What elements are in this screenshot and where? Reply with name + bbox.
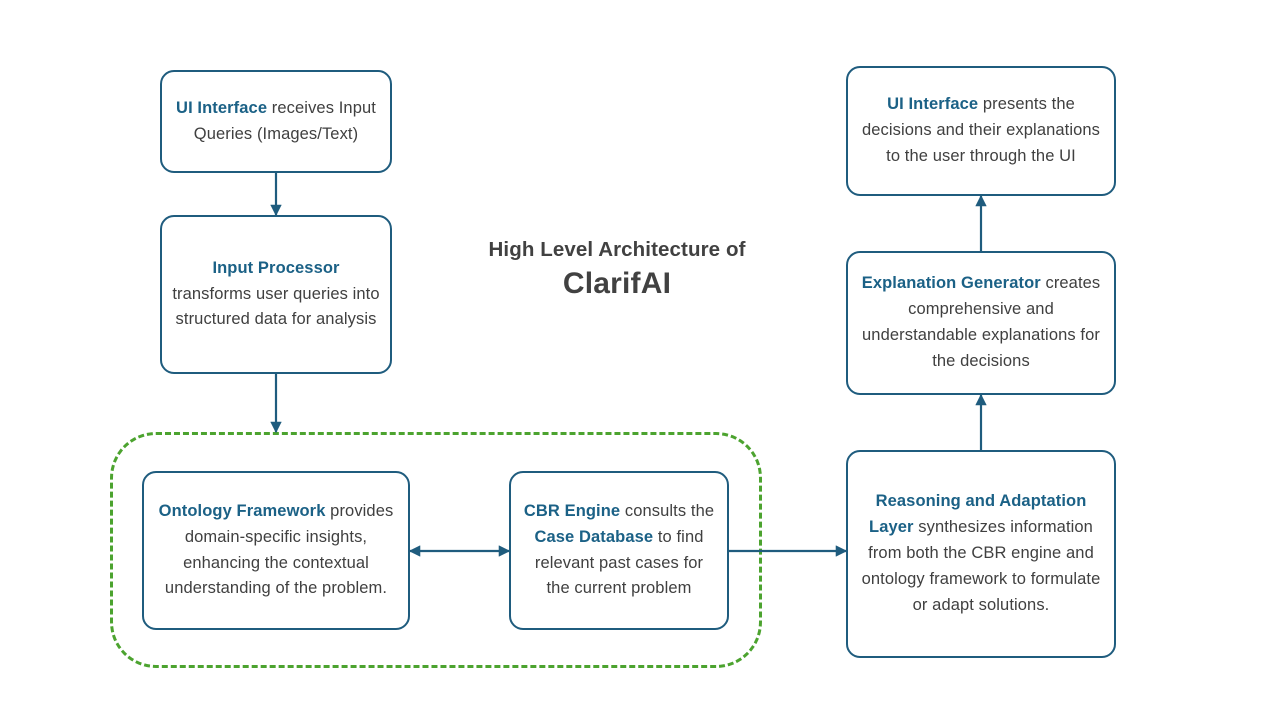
node-cbr-engine-body-mid: consults the [620,501,715,520]
node-ui-output-text: UI Interface presents the decisions and … [858,92,1104,170]
node-cbr-engine[interactable]: CBR Engine consults the Case Database to… [509,471,729,630]
node-input-processor-body: transforms user queries into structured … [172,284,380,329]
node-input-processor[interactable]: Input Processor transforms user queries … [160,215,392,374]
node-ui-input[interactable]: UI Interface receives Input Queries (Ima… [160,70,392,173]
node-reasoning-layer-heading: Reasoning and Adaptation Layer [869,492,1087,537]
node-explanation-generator-heading: Explanation Generator [861,274,1041,293]
node-ontology-framework-text: Ontology Framework provides domain-speci… [154,499,398,603]
node-ontology-framework-heading: Ontology Framework [158,501,326,520]
node-ontology-framework[interactable]: Ontology Framework provides domain-speci… [142,471,410,630]
node-reasoning-layer-text: Reasoning and Adaptation Layer synthesiz… [858,489,1104,618]
node-cbr-engine-heading: CBR Engine [523,501,621,520]
node-case-database-heading: Case Database [534,527,654,546]
node-explanation-generator[interactable]: Explanation Generator creates comprehens… [846,251,1116,395]
node-ui-output[interactable]: UI Interface presents the decisions and … [846,66,1116,196]
node-cbr-engine-body-end: to find relevant past cases for the curr… [534,527,704,598]
diagram-title: High Level Architecture of ClarifAI [452,236,782,303]
node-explanation-generator-body: creates comprehensive and understandable… [862,274,1101,370]
node-reasoning-layer-body: synthesizes information from both the CB… [861,518,1101,614]
node-cbr-engine-text: CBR Engine consults the Case Database to… [521,499,717,603]
node-input-processor-heading: Input Processor [212,258,340,277]
node-ui-input-heading: UI Interface [176,98,268,117]
node-input-processor-text: Input Processor transforms user queries … [172,256,380,334]
node-ui-output-heading: UI Interface [887,95,979,114]
diagram-title-line1: High Level Architecture of [488,238,746,261]
node-ui-input-body: receives Input Queries (Images/Text) [193,98,376,143]
node-ui-output-body: presents the decisions and their explana… [861,95,1101,165]
node-ui-input-text: UI Interface receives Input Queries (Ima… [172,96,380,148]
node-explanation-generator-text: Explanation Generator creates comprehens… [858,271,1104,375]
node-ontology-framework-body: provides domain-specific insights, enhan… [164,501,394,598]
node-reasoning-layer[interactable]: Reasoning and Adaptation Layer synthesiz… [846,450,1116,658]
diagram-title-line2: ClarifAI [562,266,672,300]
